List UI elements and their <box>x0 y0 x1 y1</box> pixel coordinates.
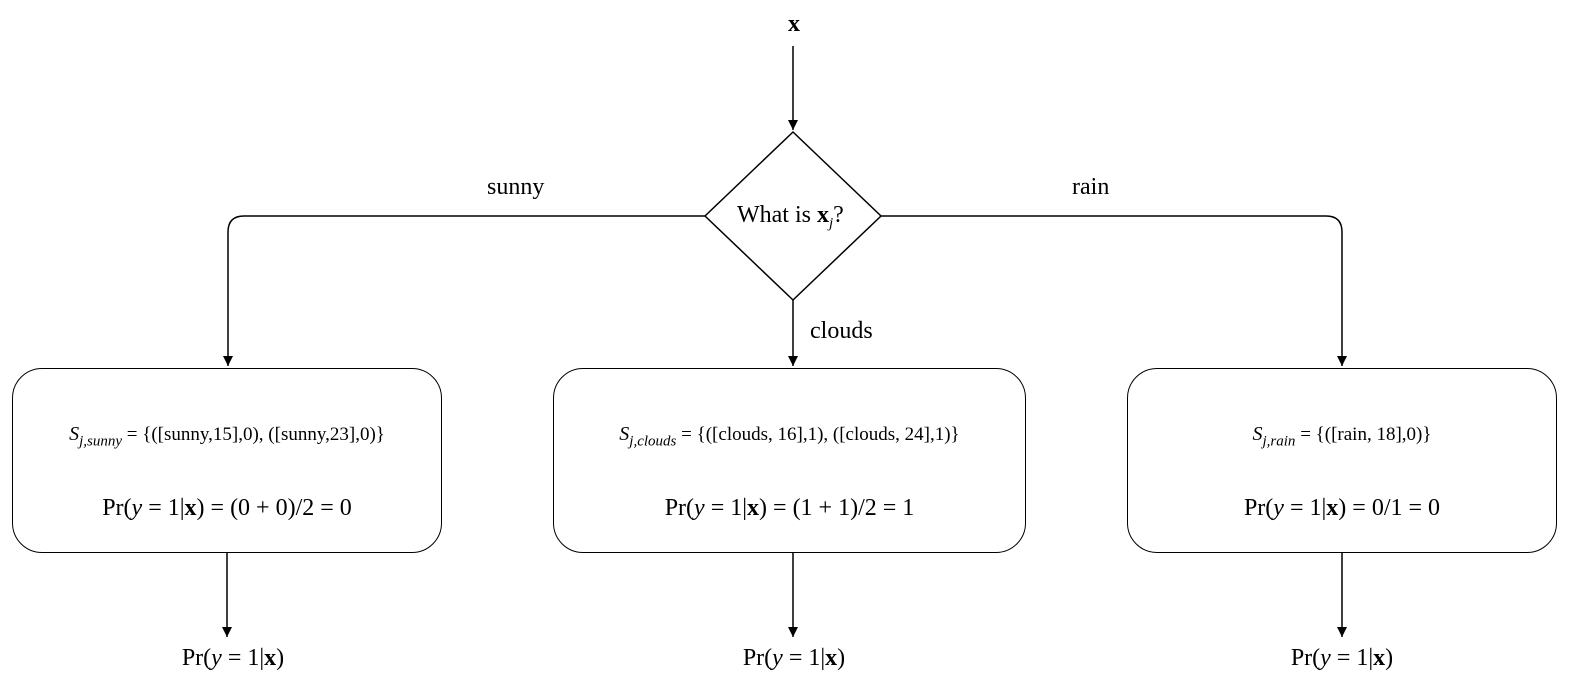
prob-clouds: Pr(y = 1|x) = (1 + 1)/2 = 1 <box>664 495 915 521</box>
prob-rain: Pr(y = 1|x) = 0/1 = 0 <box>1243 495 1441 521</box>
set-rain: Sj,rain = {([rain, 18],0)} <box>1252 423 1432 450</box>
edge-label-rain: rain <box>1072 174 1110 200</box>
edge-label-sunny: sunny <box>487 174 545 200</box>
prob-sunny: Pr(y = 1|x) = (0 + 0)/2 = 0 <box>102 495 352 521</box>
leaf-box-sunny: Sj,sunny = {([sunny,15],0), ([sunny,23],… <box>12 368 442 553</box>
output-sunny: Pr(y = 1|x) <box>181 645 285 671</box>
arrow-sunny <box>223 215 705 366</box>
set-sunny: Sj,sunny = {([sunny,15],0), ([sunny,23],… <box>69 423 385 450</box>
edge-label-clouds: clouds <box>810 318 873 344</box>
output-rain: Pr(y = 1|x) <box>1290 645 1394 671</box>
set-clouds: Sj,clouds = {([clouds, 16],1), ([clouds,… <box>619 423 960 450</box>
leaf-box-clouds: Sj,clouds = {([clouds, 16],1), ([clouds,… <box>553 368 1026 553</box>
input-x-label: x <box>788 11 800 37</box>
arrow-rain <box>881 215 1347 366</box>
leaf-box-rain: Sj,rain = {([rain, 18],0)} Pr(y = 1|x) =… <box>1127 368 1557 553</box>
decision-label: What is xj? <box>737 202 844 232</box>
output-clouds: Pr(y = 1|x) <box>742 645 846 671</box>
